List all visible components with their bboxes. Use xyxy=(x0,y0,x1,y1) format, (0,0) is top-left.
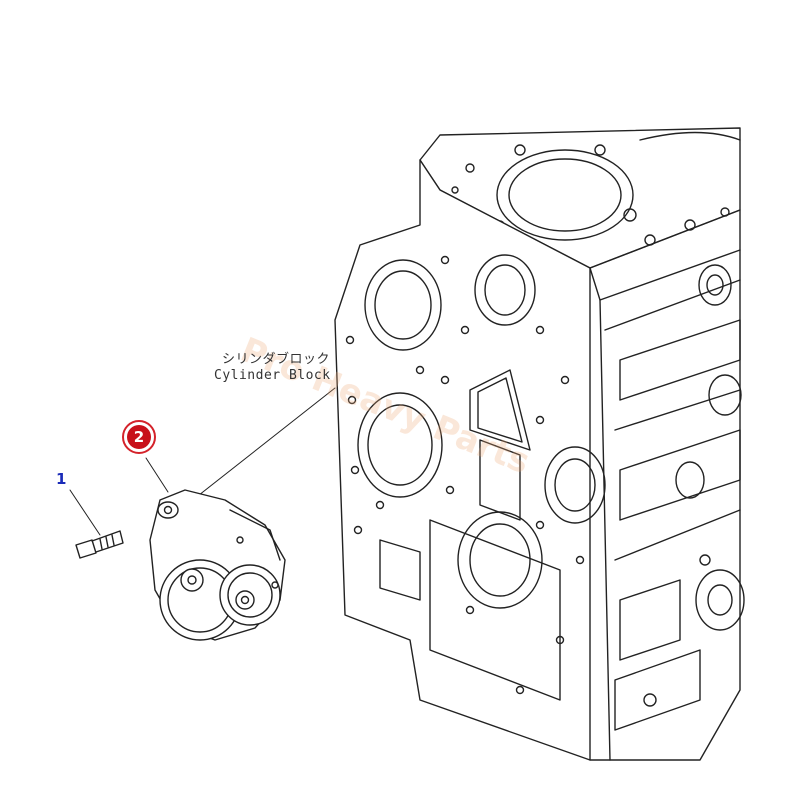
label-cylinder-block: Cylinder Block xyxy=(214,368,331,383)
bolt-drawing xyxy=(75,530,124,559)
leader-lines xyxy=(69,387,336,536)
pump-assembly-drawing xyxy=(149,489,286,641)
callout-part-1[interactable]: 1 xyxy=(56,470,67,488)
cylinder-block-drawing xyxy=(334,127,745,761)
callout-part-2: 2 xyxy=(127,425,151,449)
callout-part-2-badge[interactable]: 2 xyxy=(122,420,156,454)
label-japanese: シリンダブロック xyxy=(222,352,331,367)
